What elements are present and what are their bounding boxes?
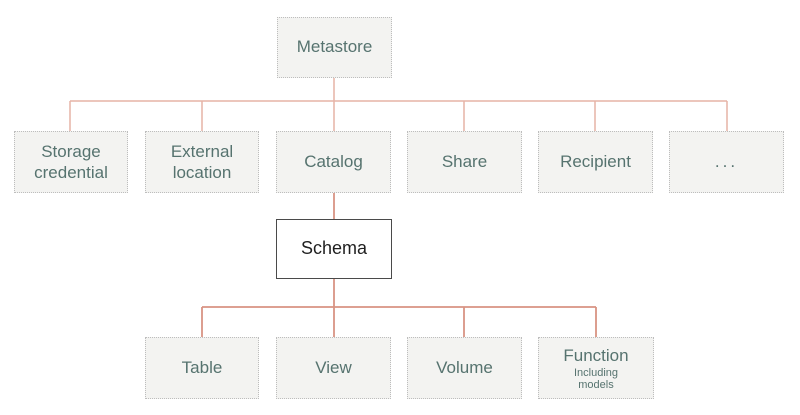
node-table: Table	[145, 337, 259, 399]
node-metastore: Metastore	[277, 17, 392, 78]
node-table-label: Table	[181, 357, 223, 377]
node-share: Share	[407, 131, 522, 193]
node-volume: Volume	[407, 337, 522, 399]
node-more-label: ...	[714, 151, 739, 171]
node-external-location-line1: External	[170, 142, 234, 161]
node-storage-credential-line2: credential	[34, 163, 108, 182]
node-schema: Schema	[276, 219, 392, 279]
node-function-sublabel-line1: Including	[573, 366, 619, 379]
node-function-sublabel-line2: models	[578, 378, 614, 391]
node-volume-label: Volume	[436, 357, 493, 377]
node-more: ...	[669, 131, 784, 193]
node-catalog: Catalog	[276, 131, 391, 193]
node-storage-credential: Storage credential	[14, 131, 128, 193]
node-view: View	[276, 337, 391, 399]
node-recipient: Recipient	[538, 131, 653, 193]
node-function: Function Including models	[538, 337, 654, 399]
node-recipient-label: Recipient	[560, 151, 631, 171]
node-function-label: Function	[563, 345, 629, 365]
node-catalog-label: Catalog	[304, 151, 363, 171]
node-schema-label: Schema	[300, 238, 368, 259]
node-external-location: External location	[145, 131, 259, 193]
node-share-label: Share	[441, 151, 488, 171]
node-external-location-line2: location	[172, 163, 232, 182]
node-metastore-label: Metastore	[296, 37, 373, 57]
node-storage-credential-line1: Storage	[41, 142, 101, 161]
node-view-label: View	[315, 357, 352, 377]
